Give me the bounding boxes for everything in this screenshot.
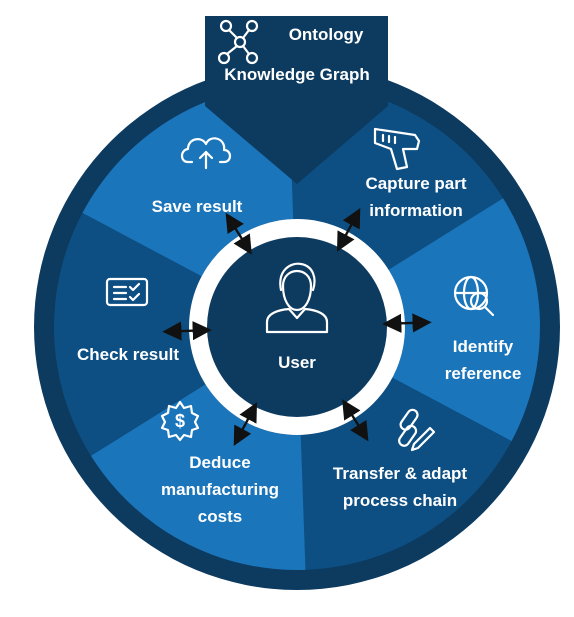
connector-arrow-transfer-adapt-process-chain bbox=[342, 399, 369, 442]
connector-arrow-identify-reference bbox=[382, 313, 432, 333]
center-label: User bbox=[278, 353, 316, 372]
segment-label-identify-line2: reference bbox=[445, 364, 522, 383]
user-person-icon bbox=[265, 262, 329, 334]
network-graph-icon bbox=[217, 19, 259, 65]
globe-search-icon bbox=[453, 275, 495, 317]
segment-label-transfer-line1: Transfer & adapt bbox=[333, 464, 467, 483]
segment-label-identify-line1: Identify bbox=[453, 337, 514, 356]
checklist-icon bbox=[105, 277, 149, 307]
segment-label-deduce-line1: Deduce bbox=[189, 453, 250, 472]
segment-label-deduce-line3: costs bbox=[198, 507, 242, 526]
header-banner bbox=[205, 16, 388, 184]
segment-label-check-result-line1: Check result bbox=[77, 345, 179, 364]
cloud-upload-icon bbox=[180, 137, 232, 170]
segment-identify-reference bbox=[388, 198, 540, 442]
segment-check-result bbox=[53, 212, 206, 456]
header-title-line1: Ontology bbox=[289, 25, 364, 44]
gear-dollar-icon: $ bbox=[160, 400, 200, 442]
svg-text:$: $ bbox=[175, 411, 185, 431]
barcode-scanner-icon bbox=[373, 127, 421, 171]
connector-arrow-capture-part-information bbox=[336, 207, 361, 252]
header-title-line2: Knowledge Graph bbox=[224, 65, 369, 84]
connectors-group bbox=[162, 207, 432, 447]
segment-label-transfer-line2: process chain bbox=[343, 491, 457, 510]
segment-label-capture-line2: information bbox=[369, 201, 463, 220]
segment-label-save-result-line1: Save result bbox=[152, 197, 243, 216]
segment-label-deduce-line2: manufacturing bbox=[161, 480, 279, 499]
connector-arrow-deduce-manufacturing-costs bbox=[233, 402, 258, 447]
connector-arrow-save-result bbox=[225, 212, 252, 255]
segment-label-capture-line1: Capture part bbox=[365, 174, 466, 193]
link-pen-icon bbox=[398, 408, 436, 452]
connector-arrow-check-result bbox=[162, 321, 212, 341]
center-circle bbox=[207, 237, 387, 417]
